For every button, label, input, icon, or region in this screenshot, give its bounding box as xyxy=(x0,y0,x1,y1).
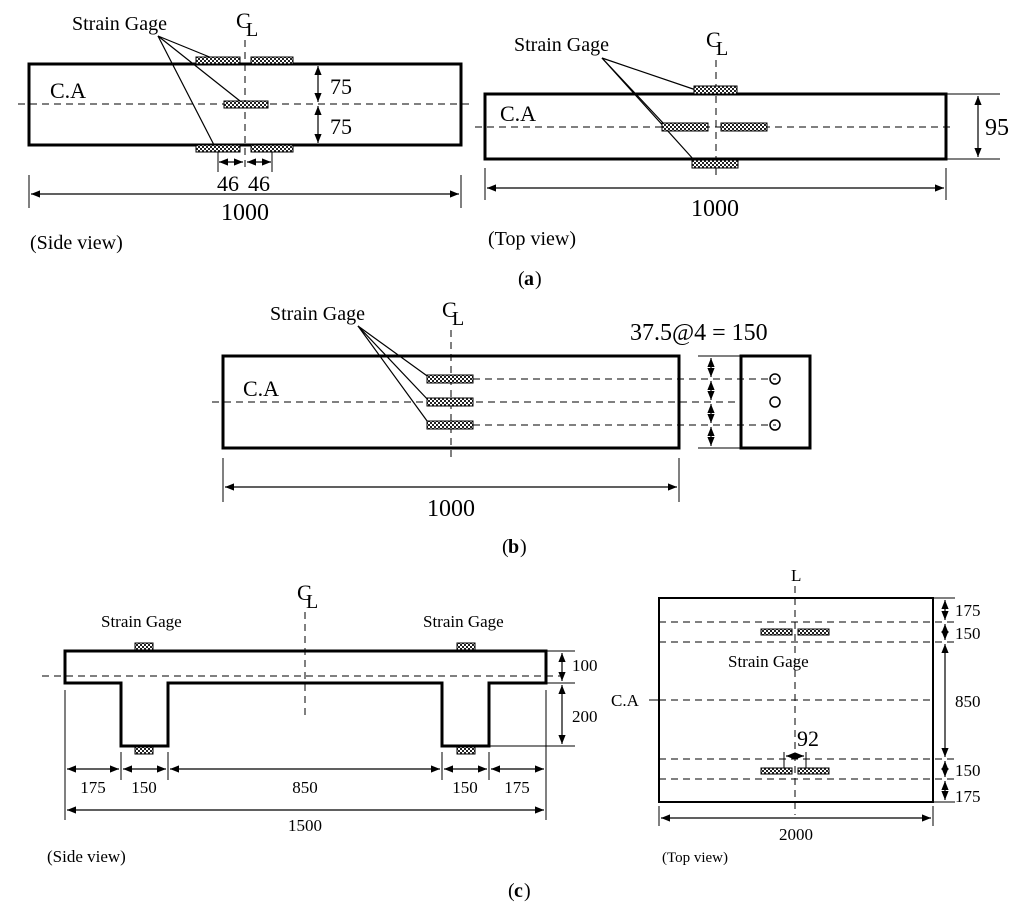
strain-gage xyxy=(720,122,768,132)
panel-c-top-view: L C.A Strain Gage 92 175 150 850 150 175 xyxy=(611,566,981,866)
ca-label: C.A xyxy=(50,78,86,103)
strain-gage xyxy=(426,374,474,384)
centerline-symbol: C xyxy=(442,297,457,322)
dim-seg5: 175 xyxy=(504,778,530,797)
cross-section-outline xyxy=(739,354,812,450)
strain-gage xyxy=(250,144,294,153)
centerline-symbol: C xyxy=(236,8,251,33)
leader-line xyxy=(357,325,431,403)
centerline-symbol: C xyxy=(297,580,312,605)
leader-line xyxy=(601,57,695,161)
leader-line xyxy=(601,57,697,91)
caption-open-paren: ( xyxy=(502,536,509,558)
dim-top-width: 95 xyxy=(985,115,1009,141)
leader-line xyxy=(357,325,431,426)
ca-label: C.A xyxy=(611,691,640,710)
dim-r4: 150 xyxy=(955,761,981,780)
caption-open-paren: ( xyxy=(508,880,515,902)
dim-seg4: 150 xyxy=(452,778,478,797)
caption-a: a xyxy=(524,268,534,290)
strain-gage-label: Strain Gage xyxy=(270,303,365,325)
dim-r1: 175 xyxy=(955,601,981,620)
dim-total: 1500 xyxy=(288,816,322,835)
top-view-label: (Top view) xyxy=(662,850,728,866)
strain-gage xyxy=(760,767,793,775)
dim-half-depth-top: 75 xyxy=(330,74,352,99)
dim-seg2: 150 xyxy=(131,778,157,797)
dim-side-length: 1000 xyxy=(221,200,269,226)
strain-gage-label: Strain Gage xyxy=(728,652,809,671)
caption-open-paren: ( xyxy=(518,268,525,290)
beam-outline xyxy=(221,354,681,450)
centerline-subscript: L xyxy=(716,38,728,60)
dim-seg1: 175 xyxy=(80,778,106,797)
strain-gage xyxy=(223,100,269,109)
strain-gage xyxy=(195,56,241,65)
dim-gap: 92 xyxy=(797,726,819,751)
caption-close-paren: ) xyxy=(520,536,527,558)
panel-c-side-view: Strain Gage Strain Gage C L 100 200 175 … xyxy=(42,580,598,866)
dim-gage-left: 46 xyxy=(217,171,239,196)
ca-label: C.A xyxy=(500,101,536,126)
dim-length: 1000 xyxy=(427,496,475,522)
strain-gage xyxy=(661,122,709,132)
dim-r5: 175 xyxy=(955,787,981,806)
leader-line xyxy=(157,35,241,102)
leader-line xyxy=(157,35,213,59)
leader-line xyxy=(157,35,215,146)
centerline-letter: L xyxy=(791,566,801,585)
gage-hole xyxy=(769,419,781,431)
strain-gage xyxy=(456,642,476,651)
strain-gage xyxy=(691,159,739,169)
gage-hole xyxy=(769,373,781,385)
strain-gage xyxy=(760,628,793,636)
beam-outline xyxy=(27,62,463,147)
centerline-subscript: L xyxy=(306,591,318,613)
side-view-label: (Side view) xyxy=(30,232,123,254)
top-view-label: (Top view) xyxy=(488,228,576,250)
strain-gage xyxy=(797,628,830,636)
strain-gage xyxy=(426,420,474,430)
dim-spacing: 37.5@4 = 150 xyxy=(630,320,768,346)
dim-gage-right: 46 xyxy=(248,171,270,196)
strain-gage xyxy=(456,746,476,755)
caption-close-paren: ) xyxy=(524,880,531,902)
dim-r3: 850 xyxy=(955,692,981,711)
panel-a-top-view: Strain Gage C L C.A 95 1000 (Top view) xyxy=(475,27,1009,250)
caption-b: b xyxy=(508,536,519,558)
side-view-label: (Side view) xyxy=(47,847,126,866)
strain-gage xyxy=(250,56,294,65)
dim-half-depth-bottom: 75 xyxy=(330,114,352,139)
strain-gage xyxy=(134,642,154,651)
strain-gage xyxy=(134,746,154,755)
strain-gage-label: Strain Gage xyxy=(423,612,504,631)
caption-c: c xyxy=(514,880,523,902)
strain-gage xyxy=(195,144,241,153)
panel-a-side-view: Strain Gage C L C.A 75 75 46 46 1000 (Si… xyxy=(18,8,470,254)
strain-gage xyxy=(426,397,474,407)
dim-seg3: 850 xyxy=(292,778,318,797)
dim-flange: 100 xyxy=(572,656,598,675)
caption-close-paren: ) xyxy=(535,268,542,290)
centerline-subscript: L xyxy=(246,19,258,41)
strain-gage xyxy=(693,85,738,95)
gage-hole xyxy=(769,396,781,408)
dim-web: 200 xyxy=(572,707,598,726)
leader-line xyxy=(357,325,431,379)
centerline-subscript: L xyxy=(452,308,464,330)
panel-b: Strain Gage C L C.A 37.5@4 = 150 1000 xyxy=(212,297,812,522)
strain-gage xyxy=(797,767,830,775)
ca-label: C.A xyxy=(243,376,279,401)
dim-r2: 150 xyxy=(955,624,981,643)
strain-gage-label: Strain Gage xyxy=(514,34,609,56)
dim-top-length: 2000 xyxy=(779,825,813,844)
strain-gage-label: Strain Gage xyxy=(72,13,167,35)
dim-top-length: 1000 xyxy=(691,196,739,222)
centerline-symbol: C xyxy=(706,27,721,52)
strain-gage-label: Strain Gage xyxy=(101,612,182,631)
